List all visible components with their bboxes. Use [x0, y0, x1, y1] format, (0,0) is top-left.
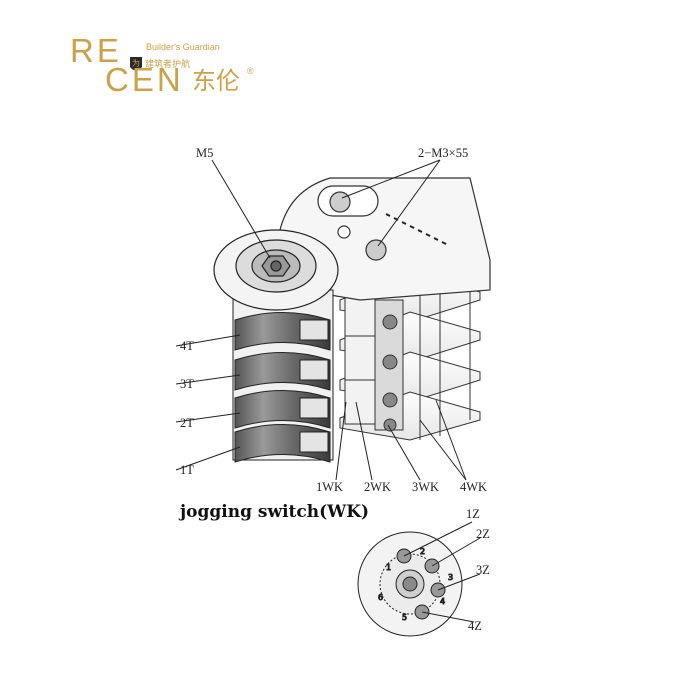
svg-text:4: 4: [440, 597, 445, 606]
labels: M5 2−M3×55 4T 3T 2T 1T 1WK 2WK 3WK 4WK j…: [178, 146, 490, 633]
logo-text-re: RE: [70, 32, 122, 69]
hex-nut-icon: [261, 255, 291, 277]
label-2t: 2T: [180, 416, 194, 430]
position-disc: 1 2 3 4 5 6: [357, 531, 463, 637]
svg-text:6: 6: [378, 593, 383, 602]
label-2-m3x55: 2−M3×55: [418, 146, 468, 160]
label-3z: 3Z: [476, 563, 490, 577]
svg-text:5: 5: [402, 613, 407, 622]
logo-tagline-en: Builder's Guardian: [146, 42, 220, 52]
micro-switches: [344, 291, 404, 432]
label-4wk: 4WK: [460, 480, 487, 494]
logo-registered-mark: ®: [247, 66, 254, 76]
shield-icon: 为: [130, 57, 142, 71]
label-m5: M5: [196, 146, 213, 160]
diagram-caption: jogging switch(WK): [178, 502, 369, 522]
label-1z: 1Z: [466, 507, 480, 521]
label-1wk: 1WK: [316, 480, 343, 494]
label-2z: 2Z: [476, 527, 490, 541]
label-3t: 3T: [180, 377, 194, 391]
logo-text-cen: CEN: [105, 61, 184, 98]
logo-tagline-cn: 建筑者护航: [145, 58, 190, 69]
logo-text-cn: 东伦: [192, 67, 240, 95]
top-collar: [213, 229, 339, 311]
brand-logo: RE Builder's Guardian 为 建筑者护航 CEN 东伦 ®: [70, 32, 254, 98]
label-4t: 4T: [180, 339, 194, 353]
svg-text:2: 2: [420, 547, 425, 556]
leader-lines: [175, 159, 481, 623]
svg-text:3: 3: [448, 573, 453, 582]
cam-cylinders: [232, 289, 334, 463]
label-1t: 1T: [180, 463, 194, 477]
shield-char: 为: [132, 58, 140, 68]
label-2wk: 2WK: [364, 480, 391, 494]
svg-text:1: 1: [386, 563, 391, 572]
label-3wk: 3WK: [412, 480, 439, 494]
label-4z: 4Z: [468, 619, 482, 633]
